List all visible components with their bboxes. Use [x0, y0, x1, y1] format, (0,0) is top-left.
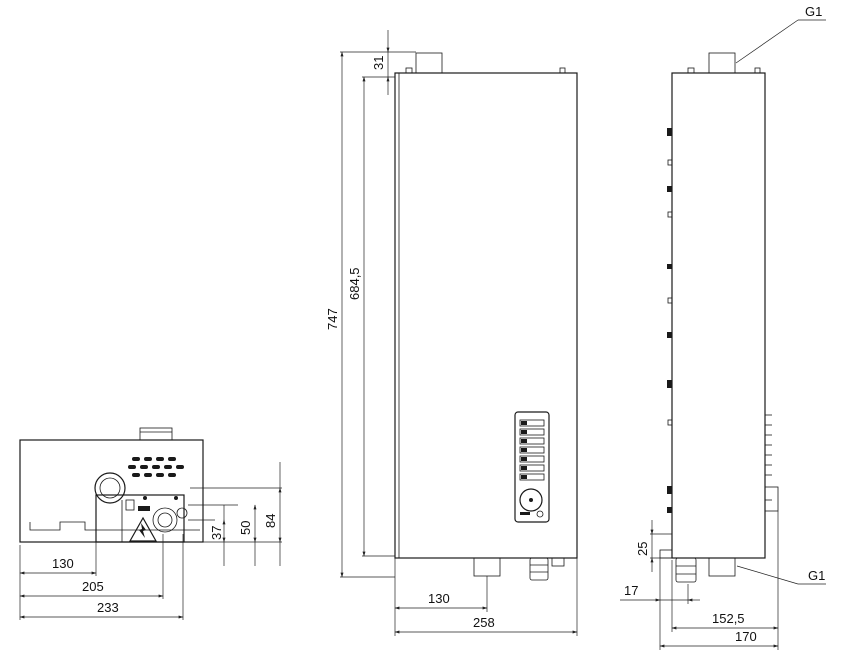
dim-label-152: 152,5 — [712, 611, 745, 626]
g1-callout-top: G1 — [805, 4, 822, 19]
front-view-body — [394, 72, 578, 559]
bottom-view: 130 205 233 37 50 84 — [19, 427, 282, 620]
thermostat-knob — [519, 488, 543, 512]
dim-label-25: 25 — [635, 542, 650, 556]
dim-label-747: 747 — [325, 308, 340, 330]
bottom-outlet-pipe — [473, 557, 501, 577]
dim-label-130-front: 130 — [428, 591, 450, 606]
front-view: 747 684,5 31 130 258 — [325, 30, 578, 636]
terminal-panel — [95, 494, 185, 543]
outlet-pipe — [94, 472, 126, 504]
control-panel — [514, 411, 550, 523]
dim-label-205: 205 — [82, 579, 104, 594]
dim-label-170: 170 — [735, 629, 757, 644]
dim-label-37: 37 — [209, 526, 224, 540]
side-view-body — [671, 72, 766, 559]
dim-label-130-bottom: 130 — [52, 556, 74, 571]
top-pipe-stub — [415, 52, 443, 74]
dim-label-31: 31 — [371, 56, 386, 70]
g1-callout-bottom: G1 — [808, 568, 825, 583]
side-view: G1 G1 25 17 152,5 170 — [620, 4, 826, 650]
top-connector-stub — [139, 427, 173, 441]
dim-label-50: 50 — [238, 521, 253, 535]
cable-gland — [529, 557, 549, 581]
dim-label-258: 258 — [473, 615, 495, 630]
side-bottom-pipe — [708, 557, 736, 577]
dim-label-84: 84 — [263, 514, 278, 528]
warning-triangle-icon — [128, 516, 158, 542]
dim-label-17: 17 — [624, 583, 638, 598]
vent-grille — [128, 457, 184, 477]
dim-label-233: 233 — [97, 600, 119, 615]
side-cable-gland — [675, 557, 697, 583]
bottom-view-body — [19, 439, 204, 543]
dim-label-684: 684,5 — [347, 267, 362, 300]
side-top-pipe — [708, 52, 736, 74]
